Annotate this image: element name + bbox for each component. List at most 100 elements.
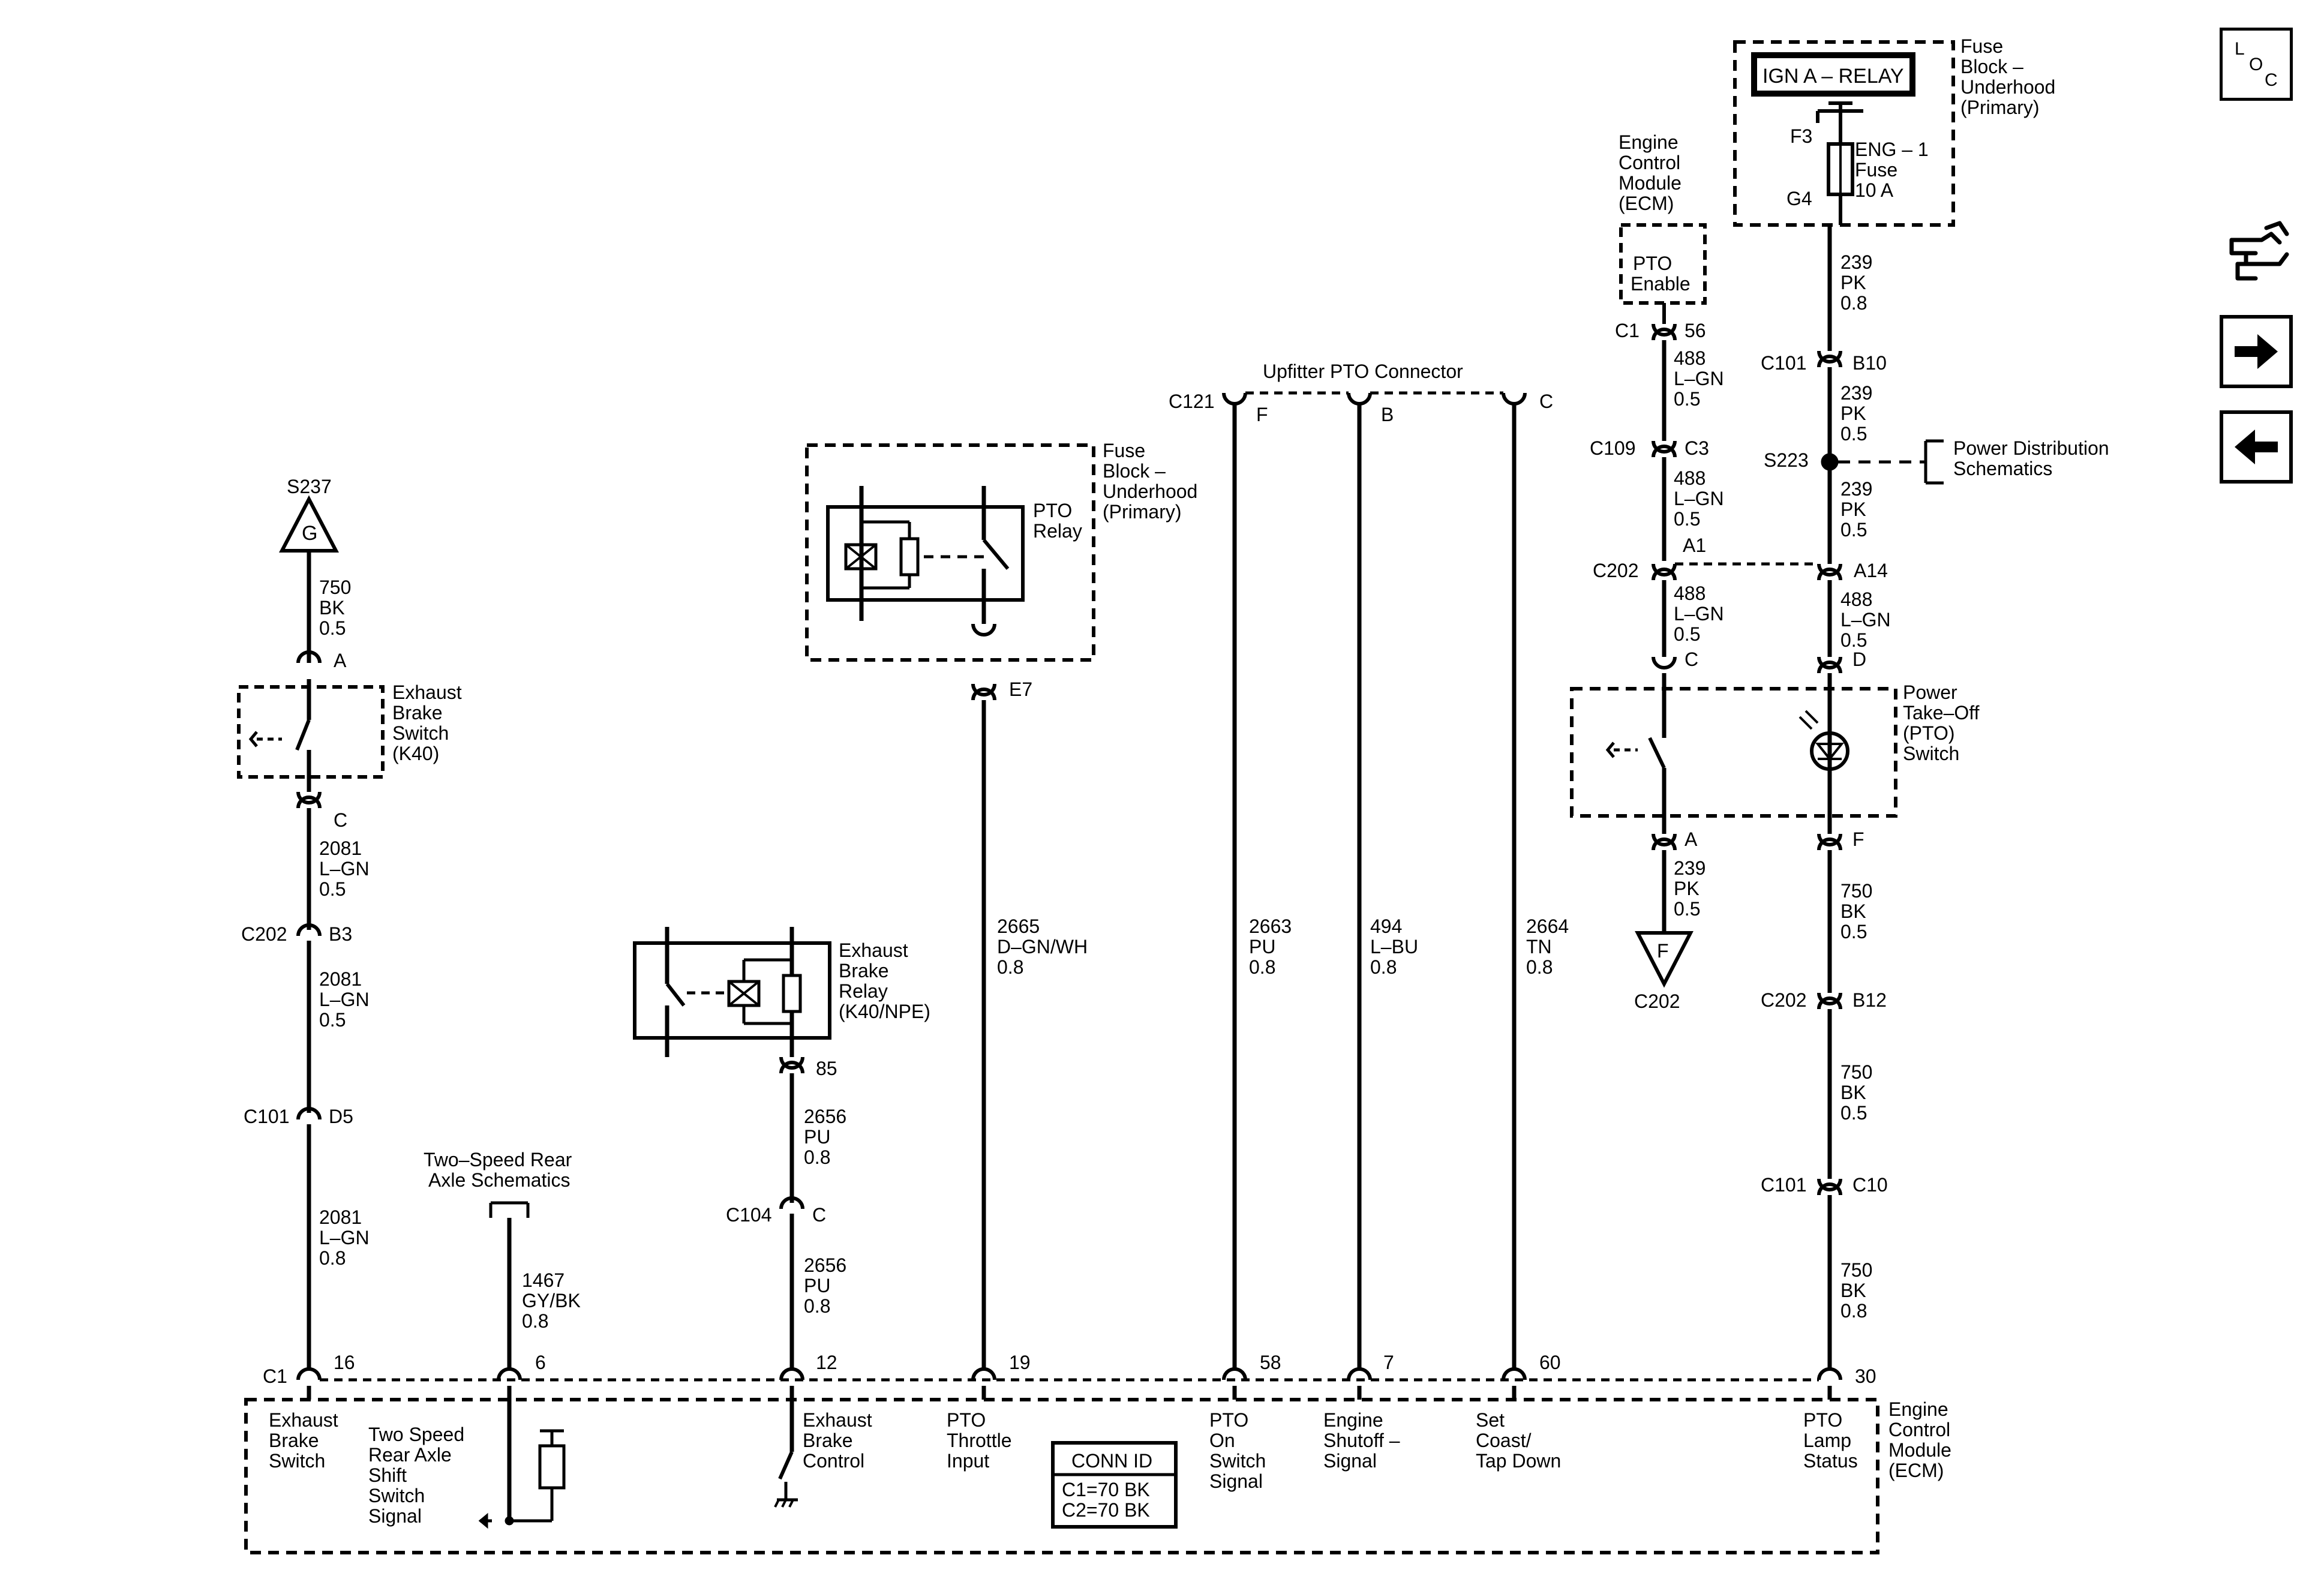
exhaust-switch-label-1: Exhaust: [392, 682, 462, 703]
w239d-3: 0.5: [1674, 898, 1700, 920]
ign-relay-label: IGN A – RELAY: [1762, 65, 1904, 88]
w488b-3: 0.5: [1674, 508, 1700, 530]
c202-b3-label: C202: [241, 923, 287, 945]
g4-label: G4: [1786, 188, 1812, 209]
fuse-block-mid-label-4: (Primary): [1103, 501, 1182, 523]
next-page-button[interactable]: [2220, 315, 2293, 388]
w2663-3: 0.8: [1249, 956, 1275, 978]
pto-switch-outline: [1570, 687, 1897, 818]
w750c-1: 750: [1840, 1259, 1872, 1281]
sig-engine-shutoff-2: Shutoff –: [1323, 1430, 1400, 1451]
previous-page-button[interactable]: [2220, 410, 2293, 484]
w2664-2: TN: [1526, 936, 1552, 957]
c202-b12-label: C202: [1761, 989, 1807, 1011]
loc-button[interactable]: L O C: [2220, 28, 2293, 101]
power-dist-label-2[interactable]: Schematics: [1953, 458, 2052, 479]
sig-two-speed-1: Two Speed: [368, 1424, 464, 1445]
ecm-pin-6: 6: [535, 1352, 546, 1373]
w2081a-2: L–GN: [319, 858, 370, 879]
w1467-3: 0.8: [522, 1310, 548, 1332]
c101-b10-label: C101: [1761, 352, 1807, 374]
w1467-1: 1467: [522, 1269, 565, 1291]
splice-s223: [1821, 453, 1839, 471]
w2656a-3: 0.8: [804, 1146, 830, 1168]
exhaust-relay-label-4: (K40/NPE): [839, 1001, 930, 1022]
c104-label: C104: [726, 1204, 772, 1226]
ign-relay-box: [1751, 52, 1915, 97]
w2656a-1: 2656: [804, 1106, 846, 1127]
w239b-3: 0.5: [1840, 423, 1867, 445]
loc-o: O: [2249, 55, 2263, 74]
b3-label: B3: [329, 923, 352, 945]
sig-exhaust-control-3: Control: [803, 1450, 864, 1472]
w750c-2: BK: [1840, 1280, 1866, 1301]
a1-label: A1: [1683, 535, 1706, 556]
sig-exhaust-switch-3: Switch: [269, 1450, 325, 1472]
power-dist-label-1[interactable]: Power Distribution: [1953, 437, 2109, 459]
ecm-bottom-label-2: Control: [1888, 1419, 1950, 1440]
ecm-pin-7: 7: [1383, 1352, 1394, 1373]
pin-ex-a-label: A: [334, 650, 347, 671]
pin-ex-c-label: C: [334, 809, 347, 831]
sig-pto-on-4: Signal: [1209, 1470, 1263, 1492]
w750top-3: 0.5: [319, 617, 346, 639]
pto-indicator-lamp: [1810, 731, 1849, 771]
sig-pto-lamp-3: Status: [1803, 1450, 1858, 1472]
pin-d-label: D: [1852, 649, 1866, 670]
ecm-pin-c1: C1: [263, 1365, 287, 1387]
pto-switch-label-3: (PTO): [1903, 722, 1955, 744]
pto-relay-body: [826, 505, 1025, 602]
upfitter-pin-c: C: [1539, 391, 1553, 412]
f3-label: F3: [1790, 125, 1812, 147]
exhaust-switch-label-4: (K40): [392, 743, 439, 764]
sig-two-speed-2: Rear Axle: [368, 1444, 452, 1466]
sig-set-coast-3: Tap Down: [1476, 1450, 1561, 1472]
c101-c10-label: C101: [1761, 1174, 1807, 1196]
fuse-block-top-label-1: Fuse: [1960, 35, 2003, 57]
arrow-right-icon: [2235, 334, 2278, 369]
w750a-1: 750: [1840, 880, 1872, 902]
ecm-bottom-label-3: Module: [1888, 1439, 1951, 1461]
w2664-3: 0.8: [1526, 956, 1553, 978]
ecm-outline: [244, 1398, 1879, 1554]
two-speed-ref-label-2[interactable]: Axle Schematics: [428, 1169, 571, 1191]
sig-pto-on-1: PTO: [1209, 1409, 1248, 1431]
w750b-1: 750: [1840, 1061, 1872, 1083]
connector-hand-icon: [2229, 221, 2289, 281]
ecm-bottom-label-4: (ECM): [1888, 1460, 1944, 1481]
conn-id-header: CONN ID: [1071, 1450, 1152, 1472]
w2081c-2: L–GN: [319, 1227, 370, 1248]
ecm-pin-58: 58: [1260, 1352, 1281, 1373]
w2656b-3: 0.8: [804, 1295, 830, 1317]
w239a-3: 0.8: [1840, 292, 1867, 314]
w494-2: L–BU: [1370, 936, 1418, 957]
pto-switch-label-4: Switch: [1903, 743, 1959, 764]
conn-id-c2: C2=70 BK: [1062, 1499, 1150, 1521]
ecm-top-label-4: (ECM): [1619, 193, 1674, 214]
w2081c-1: 2081: [319, 1206, 362, 1228]
w488d-1: 488: [1840, 589, 1872, 610]
pto-relay-label-1: PTO: [1033, 500, 1072, 521]
w239c-2: PK: [1840, 499, 1866, 520]
two-speed-ref-label-1[interactable]: Two–Speed Rear: [424, 1149, 572, 1170]
ecm-pin-60: 60: [1539, 1352, 1561, 1373]
sig-exhaust-switch-1: Exhaust: [269, 1409, 338, 1431]
fuse-block-mid-label-2: Block –: [1103, 460, 1166, 482]
c121-label: C121: [1169, 391, 1215, 412]
sig-engine-shutoff-1: Engine: [1323, 1409, 1383, 1431]
w750top-2: BK: [319, 597, 345, 619]
w488b-2: L–GN: [1674, 488, 1724, 509]
connector-end-view-button[interactable]: [2220, 216, 2293, 289]
w488b-1: 488: [1674, 467, 1706, 489]
sig-two-speed-4: Switch: [368, 1485, 425, 1506]
w750a-2: BK: [1840, 900, 1866, 922]
sig-set-coast-2: Coast/: [1476, 1430, 1532, 1451]
w239a-1: 239: [1840, 251, 1872, 273]
w2656b-2: PU: [804, 1275, 830, 1296]
sig-pto-throttle-2: Throttle: [947, 1430, 1011, 1451]
w750c-3: 0.8: [1840, 1300, 1867, 1322]
sig-exhaust-switch-2: Brake: [269, 1430, 319, 1451]
ecm-pin-19: 19: [1009, 1352, 1031, 1373]
b10-label: B10: [1852, 352, 1887, 374]
eng1-fuse-label-2: Fuse: [1855, 159, 1897, 181]
